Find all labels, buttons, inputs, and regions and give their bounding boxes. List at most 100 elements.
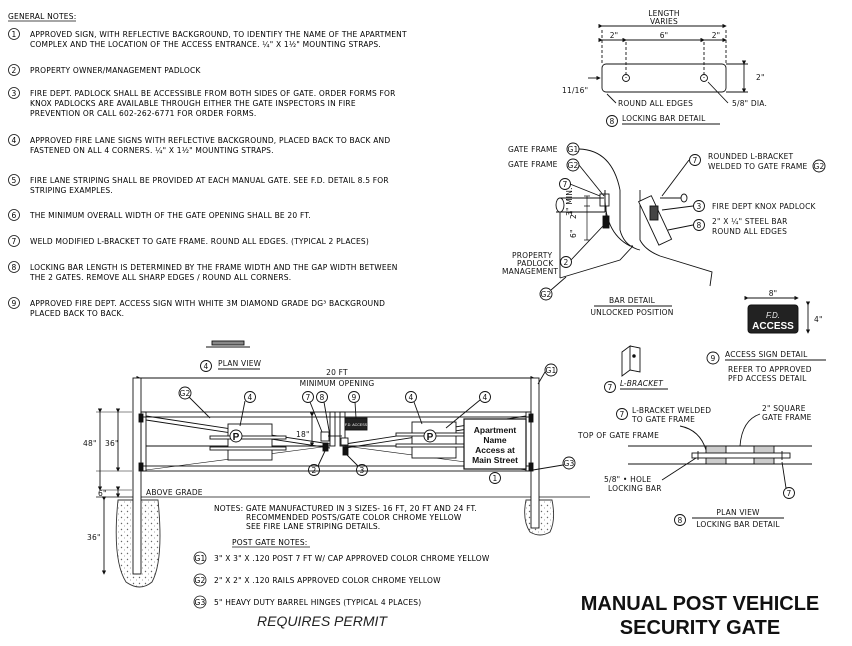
ge-n2: 2 — [312, 466, 317, 475]
lbd-length: LENGTH — [648, 9, 680, 18]
lbd-dim-6: 6" — [660, 31, 669, 40]
ge-dim-36: 36" — [105, 439, 119, 448]
plan-locking-bar — [691, 452, 791, 459]
ge-n7: 7 — [306, 393, 311, 402]
bd-prop-3: MANAGEMENT — [502, 267, 558, 276]
bd-g2b: G2 — [541, 290, 552, 299]
pv-num-circle — [200, 360, 212, 372]
lb-num-circle — [604, 381, 616, 393]
notes2-l3: SEE FIRE LANE STRIPING DETAILS. — [246, 522, 380, 531]
pvl-title: PLAN VIEW — [716, 508, 760, 517]
ge-dim-18: 18" — [296, 430, 310, 439]
bd-rounded-g2: G2 — [814, 162, 825, 171]
note-number: 4 — [12, 136, 17, 145]
post-note-tag: G1 — [195, 554, 206, 563]
post-left — [132, 377, 142, 575]
locking-bar-shape — [601, 63, 727, 93]
note-number: 8 — [12, 263, 17, 272]
bd-title: BAR DETAIL — [609, 296, 656, 305]
note-number: 5 — [12, 176, 17, 185]
pvl-n7b: 7 — [787, 489, 792, 498]
lb-num: 7 — [608, 383, 613, 392]
note-text-line: WELD MODIFIED L-BRACKET TO GATE FRAME. R… — [30, 237, 369, 246]
note-number-circle — [8, 134, 20, 146]
pvl-n8: 8 — [678, 516, 683, 525]
ge-n8: 8 — [320, 393, 325, 402]
pvl-hole-1: 5/8" • HOLE — [604, 475, 651, 484]
ge-sign-l1: Apartment — [474, 425, 517, 435]
lbd-title: LOCKING BAR DETAIL — [622, 114, 706, 123]
ge-dim-48: 48" — [83, 439, 97, 448]
lbd-dim-left: 11/16" — [562, 86, 588, 95]
ge-n3: 3 — [360, 466, 365, 475]
gate-elevation: 20 FT MINIMUM OPENING P — [83, 363, 590, 588]
bar-hole-right — [700, 74, 708, 82]
ge-dim-6: 6" — [98, 489, 107, 498]
ge-n1: 1 — [493, 474, 498, 483]
note-text-line: APPROVED FIRE LANE SIGNS WITH REFLECTIVE… — [30, 136, 390, 145]
bd-n2-circle — [560, 256, 572, 268]
note-number: 3 — [12, 89, 17, 98]
note-number-circle — [8, 261, 20, 273]
lbd-varies: VARIES — [650, 17, 678, 26]
note-text-line: APPROVED SIGN, WITH REFLECTIVE BACKGROUN… — [30, 30, 407, 39]
bd-n7: 7 — [563, 180, 568, 189]
note-number: 9 — [12, 299, 17, 308]
as-num: 9 — [711, 354, 716, 363]
drawing-title-line1: MANUAL POST VEHICLE — [581, 593, 820, 615]
pv-num: 4 — [204, 362, 209, 371]
plan-view-small: 4 PLAN VIEW — [200, 340, 261, 372]
notes2-l1: NOTES: GATE MANUFACTURED IN 3 SIZES- 16 … — [214, 504, 477, 513]
bd-dim-min: 3" MIN. — [565, 187, 574, 216]
note-text-line: THE MINIMUM OVERALL WIDTH OF THE GATE OP… — [29, 211, 311, 220]
note-text-line: FIRE LANE STRIPING SHALL BE PROVIDED AT … — [30, 176, 389, 185]
note-number: 1 — [12, 30, 17, 39]
post-note-text: 2" X 2" X .120 RAILS APPROVED COLOR CHRO… — [214, 576, 441, 585]
ge-n9: 9 — [352, 393, 357, 402]
as-ref1: REFER TO APPROVED — [728, 365, 812, 374]
post-note-tag: G3 — [195, 598, 206, 607]
note-number-circle — [8, 297, 20, 309]
note-number-circle — [8, 87, 20, 99]
bd-n3: 3 — [697, 202, 702, 211]
gate-notes: NOTES: GATE MANUFACTURED IN 3 SIZES- 16 … — [214, 504, 477, 531]
bd-steel-1: 2" x ¼" STEEL BAR — [712, 217, 788, 226]
bd-rounded-2: WELDED TO GATE FRAME — [708, 162, 808, 171]
as-width: 8" — [769, 289, 778, 298]
note-text-line: KNOX PADLOCKS ARE AVAILABLE THROUGH EITH… — [30, 99, 356, 108]
bd-gate-frame-g2: GATE FRAME — [508, 160, 558, 169]
access-sign-detail: 8" F.D. ACCESS 4" 9 ACCESS SIGN DETAIL R… — [706, 289, 826, 383]
lbd-dim-right: 2" — [756, 73, 765, 82]
bd-n2: 2 — [564, 258, 569, 267]
note-number: 7 — [12, 237, 17, 246]
bd-prop-2: PADLOCK — [517, 259, 554, 268]
post-note-tag: G2 — [195, 576, 206, 585]
note-number-circle — [8, 64, 20, 76]
post-right — [530, 377, 540, 529]
ge-sign-l2: Name — [483, 435, 506, 445]
note-text-line: APPROVED FIRE DEPT. ACCESS SIGN WITH WHI… — [30, 299, 385, 308]
note-number: 2 — [12, 66, 17, 75]
ge-g2: G2 — [180, 389, 191, 398]
ge-width: 20 FT — [326, 368, 348, 377]
pgn-heading: POST GATE NOTES: — [232, 538, 308, 547]
bd-prop-1: PROPERTY — [512, 251, 553, 260]
drawing-title-line2: SECURITY GATE — [620, 617, 780, 639]
lbd-num-circle — [606, 115, 618, 127]
lbd-dia: 5/8" DIA. — [732, 99, 767, 108]
bd-g2: G2 — [568, 161, 579, 170]
note-number-circle — [8, 174, 20, 186]
pvl-weld-2: TO GATE FRAME — [631, 415, 695, 424]
bd-n8-circle — [693, 219, 705, 231]
gate-top-rail — [140, 411, 532, 418]
bd-g1: G1 — [568, 145, 579, 154]
bd-subtitle: UNLOCKED POSITION — [590, 308, 673, 317]
note-text-line: FIRE DEPT. PADLOCK SHALL BE ACCESSIBLE F… — [30, 89, 396, 98]
lb-label: L-BRACKET — [620, 379, 664, 388]
note-number-circle — [8, 28, 20, 40]
fd-access-sign — [747, 304, 799, 334]
as-height: 4" — [814, 315, 823, 324]
note-number-circle — [8, 235, 20, 247]
bd-n7b: 7 — [693, 156, 698, 165]
bd-n3-circle — [693, 200, 705, 212]
